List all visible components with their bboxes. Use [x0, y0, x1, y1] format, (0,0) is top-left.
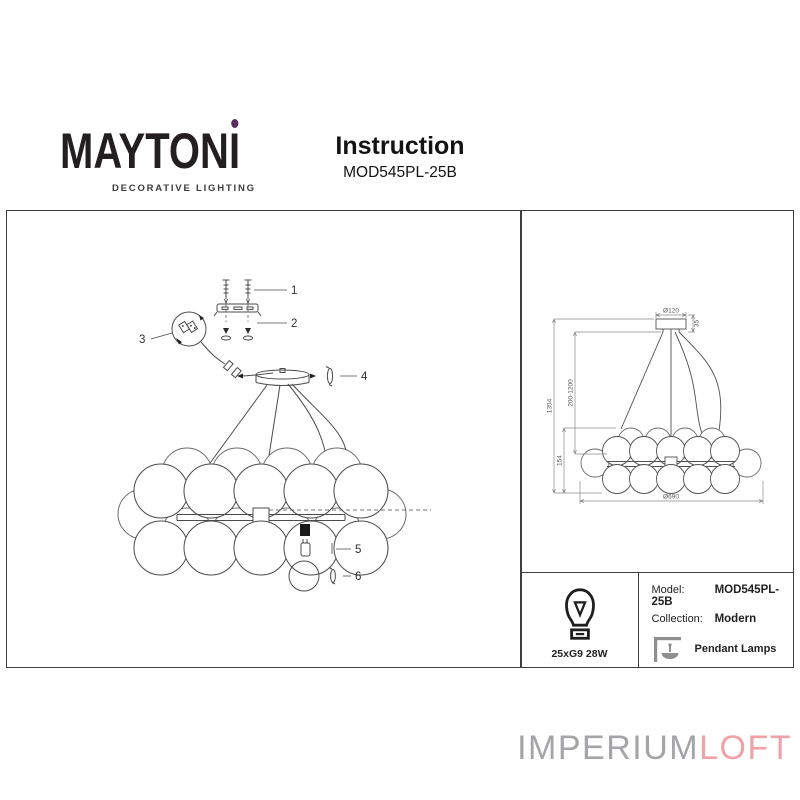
part-label-3: 3: [139, 334, 145, 346]
model-number: MOD545PL-25B: [343, 164, 457, 181]
brand-text: MAYTON: [60, 123, 229, 179]
brand-subtitle: DECORATIVE LIGHTING: [112, 183, 256, 194]
page-title: Instruction: [335, 132, 465, 160]
imperiumloft-logo: IMPERIUMLOFT: [517, 729, 792, 768]
bulb-spec-cell: 25xG9 28W: [522, 573, 639, 667]
mounting-bracket: [213, 303, 262, 341]
bulb-socket-detail: [269, 509, 431, 592]
dim-canopy-diameter: Ø120: [663, 308, 679, 315]
pendant-lamp-icon: [653, 637, 681, 662]
spec-model-row: Model: MOD545PL-25B: [652, 584, 794, 608]
dim-suspension-range: 200-1200: [567, 379, 574, 407]
purple-dot-icon: [230, 119, 239, 128]
assembly-diagram: 1 2 3 4 5 6: [117, 279, 431, 592]
footer-brand-pink: LOFT: [699, 729, 792, 767]
type-value: Pendant Lamps: [694, 643, 777, 655]
brand-letter-i: I: [229, 119, 240, 176]
part-label-5: 5: [355, 544, 361, 556]
ball-cluster-small: [580, 427, 761, 494]
bulb-icon: [564, 587, 595, 640]
part-label-6: 6: [355, 571, 361, 583]
dimension-drawing: Ø120 35 1354 200-1200 154 Ø690: [546, 308, 763, 504]
dimension-lines: [551, 312, 763, 504]
dim-fixture-height: 154: [556, 455, 563, 466]
part-label-2: 2: [291, 318, 297, 330]
spec-type-row: Pendant Lamps: [652, 634, 794, 664]
bulb-spec-label: 25xG9 28W: [551, 647, 608, 660]
part-label-4: 4: [361, 371, 368, 383]
title-block: Instruction MOD545PL-25B: [300, 132, 500, 182]
spec-collection-row: Collection: Modern: [652, 613, 794, 625]
collection-label: Collection:: [651, 613, 703, 625]
wiring-detail-circle: [171, 311, 207, 347]
leader-lines: [150, 289, 357, 577]
model-value: MOD545PL-25B: [651, 584, 780, 608]
canopy-small: [655, 318, 686, 332]
content-frame: 1 2 3 4 5 6: [6, 210, 794, 668]
panel-divider: [520, 211, 522, 667]
canopy: [237, 366, 334, 387]
ball-cluster: [117, 447, 407, 576]
collection-value: Modern: [714, 613, 757, 625]
dim-total-height: 1354: [546, 398, 553, 413]
footer-brand-gray: IMPERIUM: [517, 729, 700, 767]
dimension-panel: Ø120 35 1354 200-1200 154 Ø690: [522, 211, 794, 572]
assembly-panel: 1 2 3 4 5 6: [7, 211, 520, 666]
product-spec-cell: Model: MOD545PL-25B Collection: Modern: [639, 573, 794, 667]
dim-diameter: Ø690: [663, 494, 679, 501]
dim-canopy-height: 35: [693, 320, 700, 328]
part-label-1: 1: [291, 285, 297, 297]
screws: [222, 279, 252, 322]
maytoni-logo: MAYTONI DECORATIVE LIGHTING: [60, 119, 285, 193]
supply-cable: [200, 341, 274, 379]
model-label: Model:: [651, 584, 685, 596]
spec-row: 25xG9 28W Model: MOD545PL-25B Collection…: [521, 572, 794, 667]
